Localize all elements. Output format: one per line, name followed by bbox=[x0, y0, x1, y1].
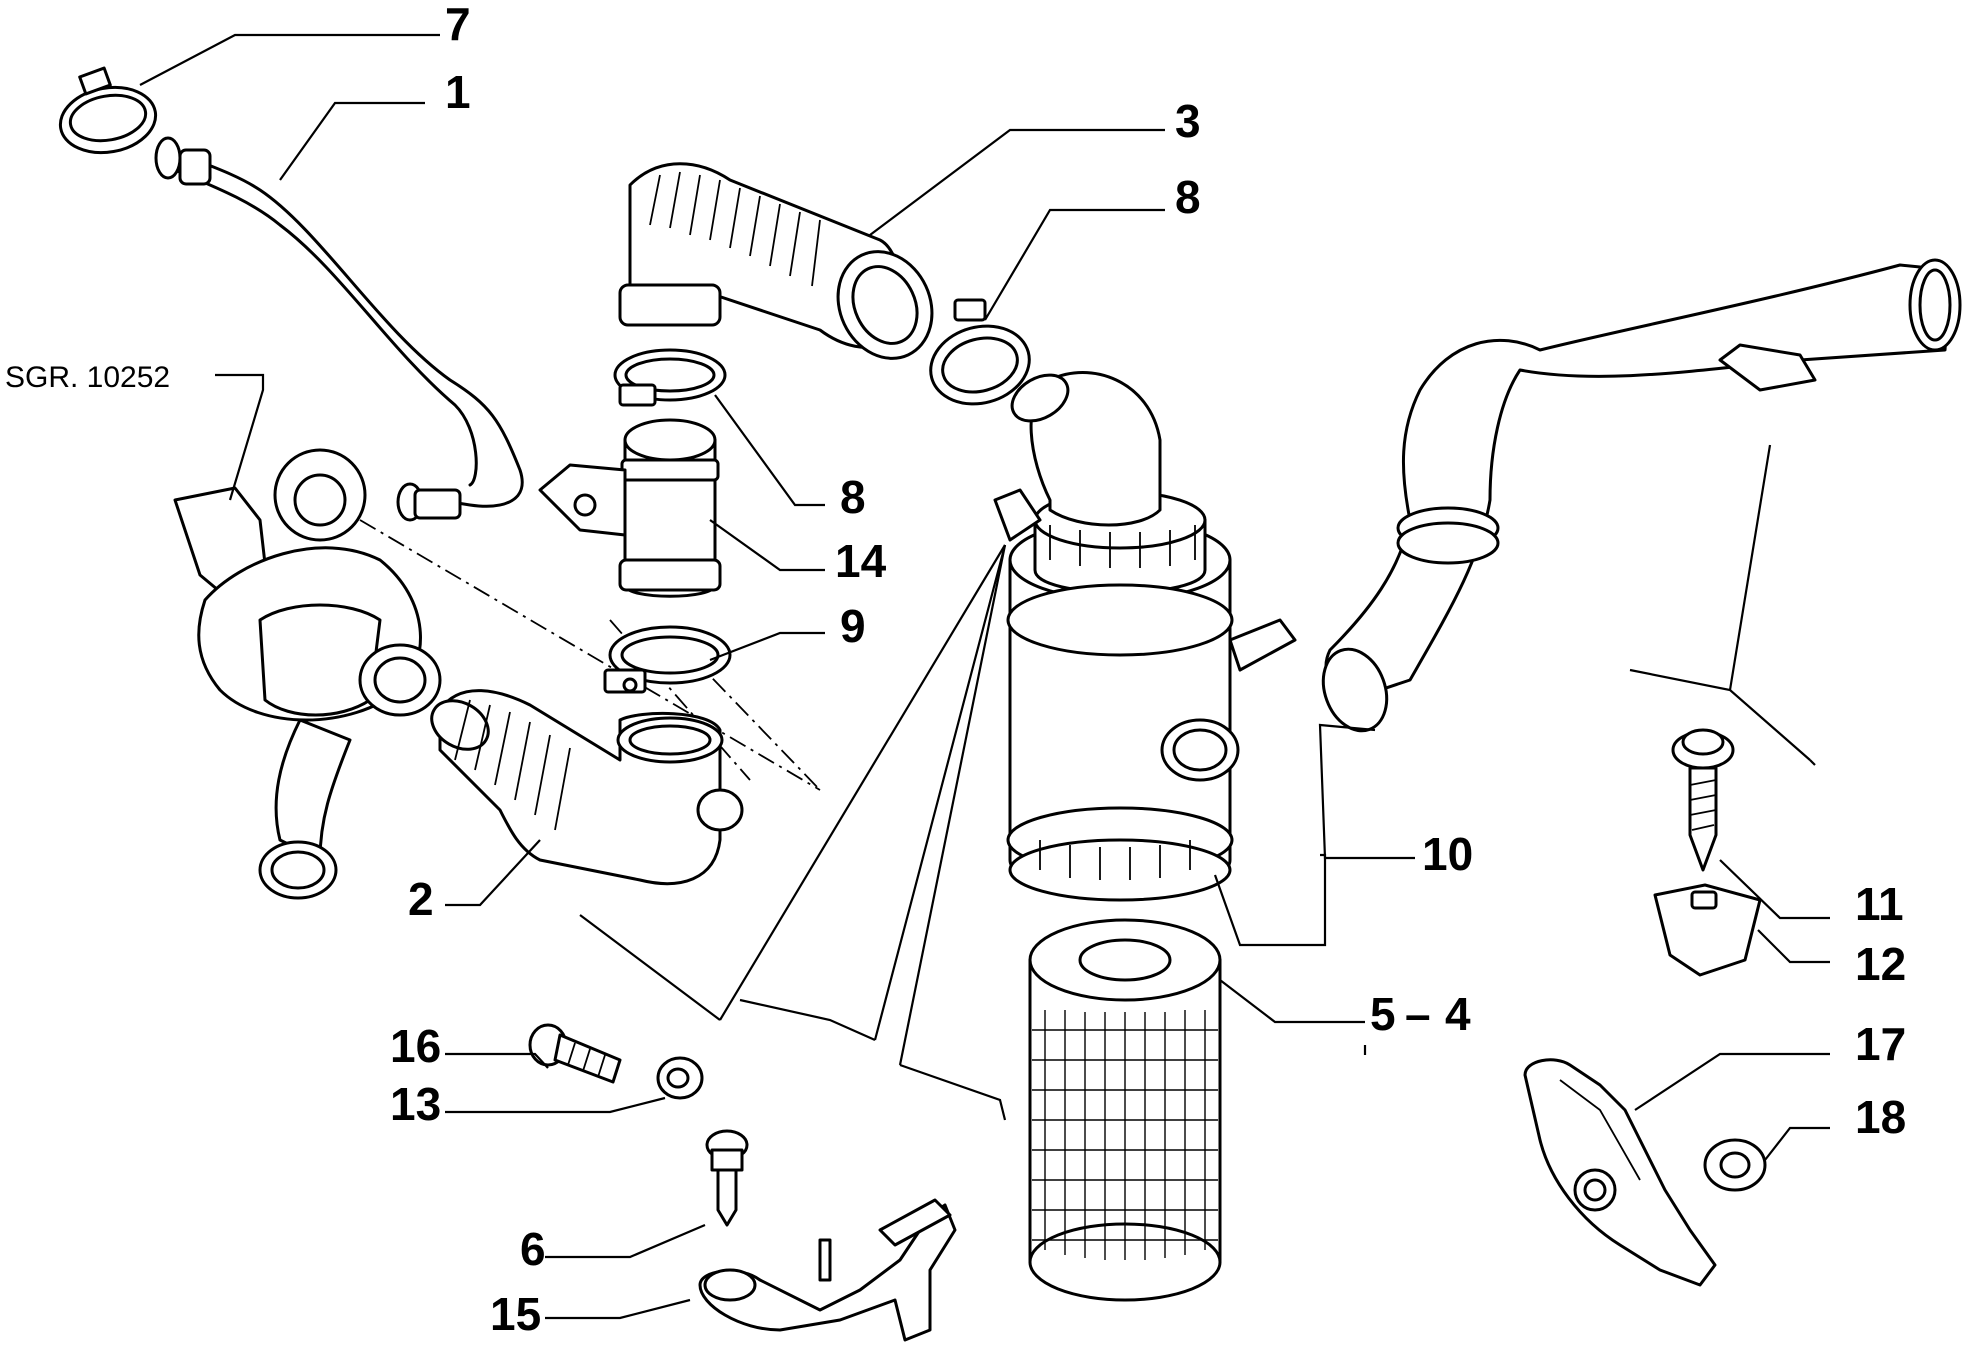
callout-14: 14 bbox=[835, 535, 887, 587]
callout-separator: – bbox=[1405, 988, 1431, 1040]
part-1-breather-hose bbox=[154, 136, 524, 522]
callout-17: 17 bbox=[1855, 1018, 1906, 1070]
part-11-screw bbox=[1671, 728, 1735, 872]
reference-group-label: SGR. 10252 bbox=[5, 361, 170, 394]
part-2-elbow-hose bbox=[430, 689, 744, 886]
part-10-air-duct bbox=[1321, 258, 1962, 733]
leader-lines bbox=[139, 33, 1830, 1320]
callout-5: 5 bbox=[1370, 988, 1396, 1040]
assembly-line bbox=[689, 654, 821, 791]
callout-9: 9 bbox=[840, 600, 866, 652]
part-6-screw bbox=[705, 1129, 749, 1227]
callout-8-upper: 8 bbox=[1175, 171, 1201, 223]
part-16-bolt bbox=[528, 1023, 622, 1084]
callout-4: 4 bbox=[1445, 988, 1471, 1040]
callout-15: 15 bbox=[490, 1288, 541, 1340]
callout-10: 10 bbox=[1422, 828, 1473, 880]
part-15-support-bracket bbox=[698, 1198, 957, 1342]
callout-8-lower: 8 bbox=[840, 471, 866, 523]
callout-13: 13 bbox=[390, 1078, 441, 1130]
part-13-nut bbox=[656, 1056, 704, 1100]
part-7-hose-clamp bbox=[58, 66, 158, 155]
part-9-hose-clamp bbox=[603, 625, 732, 694]
part-18-nut bbox=[1703, 1138, 1767, 1192]
callout-6: 6 bbox=[520, 1223, 546, 1275]
part-8-hose-clamp-lower bbox=[613, 348, 727, 407]
callout-12: 12 bbox=[1855, 938, 1906, 990]
callout-18: 18 bbox=[1855, 1091, 1906, 1143]
part-4-filter-element bbox=[1028, 918, 1222, 1302]
callout-11: 11 bbox=[1855, 878, 1904, 930]
part-8-hose-clamp-upper bbox=[929, 298, 1031, 406]
callout-16: 16 bbox=[390, 1020, 441, 1072]
part-17-bracket bbox=[1523, 1058, 1717, 1287]
part-5-air-filter-housing bbox=[993, 371, 1297, 902]
turbocharger-reference bbox=[173, 448, 442, 900]
callout-1: 1 bbox=[445, 66, 471, 118]
assembly-line bbox=[359, 519, 821, 791]
callout-2: 2 bbox=[408, 873, 434, 925]
callout-3: 3 bbox=[1175, 95, 1201, 147]
part-12-clip-nut bbox=[1653, 883, 1762, 977]
part-3-intake-hose bbox=[618, 162, 934, 360]
callout-7: 7 bbox=[445, 0, 471, 50]
part-14-flow-meter-connector bbox=[538, 418, 722, 598]
